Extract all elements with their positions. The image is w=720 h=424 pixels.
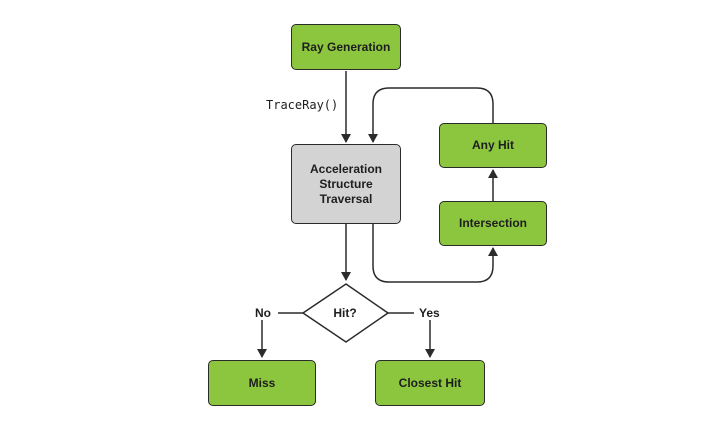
intersection-label: Intersection (458, 216, 527, 230)
traversal-label: Acceleration Structure Traversal (309, 161, 383, 206)
any-hit-node: Any Hit (439, 123, 547, 168)
miss-label: Miss (248, 375, 276, 390)
any-hit-label: Any Hit (472, 138, 514, 152)
intersection-node: Intersection (439, 201, 547, 246)
hit-decision-diamond (301, 283, 390, 343)
closest-hit-node: Closest Hit (375, 360, 485, 406)
ray-generation-node: Ray Generation (291, 24, 401, 70)
hit-decision-label: Hit? (333, 306, 357, 320)
acceleration-structure-traversal-node: Acceleration Structure Traversal (291, 144, 401, 224)
miss-node: Miss (208, 360, 316, 406)
trace-ray-edge-label: TraceRay() (266, 98, 339, 112)
edge-anyhit-traversal (368, 87, 494, 143)
no-edge-label: No (255, 306, 271, 320)
ray-generation-label: Ray Generation (301, 39, 391, 54)
edge-traversal-intersection (372, 224, 498, 283)
closest-hit-label: Closest Hit (398, 375, 462, 390)
yes-edge-label: Yes (419, 306, 440, 320)
